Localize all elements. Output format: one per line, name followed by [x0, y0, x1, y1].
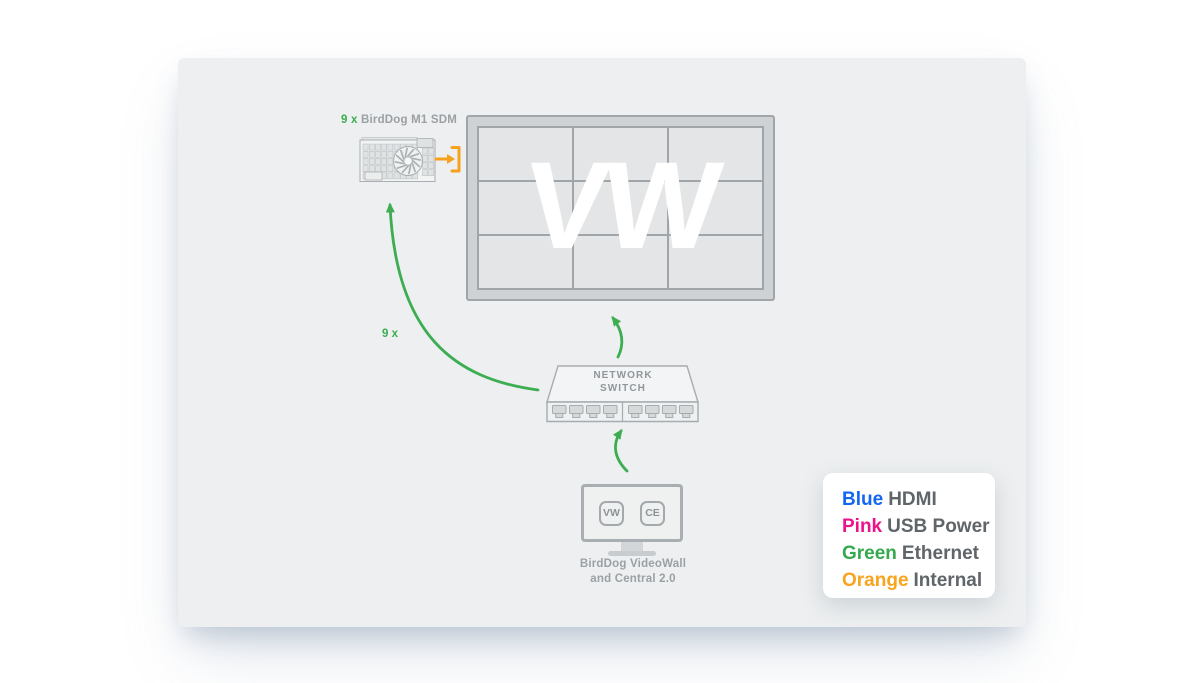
- switch-port: [662, 405, 677, 414]
- legend-term: Pink: [842, 516, 883, 537]
- legend-label: Ethernet: [901, 543, 979, 564]
- videowall-grid: [477, 126, 764, 290]
- switch-port: [645, 405, 660, 414]
- legend-term: Blue: [842, 489, 884, 510]
- videowall-cell: [479, 236, 572, 288]
- videowall-cell: [574, 236, 667, 288]
- switch-port: [552, 405, 567, 414]
- internal-arrow-icon: [434, 146, 461, 173]
- controller-caption-line1: BirdDog VideoWall: [579, 558, 687, 570]
- legend-label: USB Power: [887, 516, 990, 537]
- m1-card-illustration: [359, 137, 436, 182]
- controller-monitor: VW CE: [581, 484, 683, 542]
- network-switch-illustration: [546, 365, 699, 423]
- legend-term: Orange: [842, 570, 909, 591]
- monitor-stand-neck: [621, 542, 643, 551]
- legend-label: HDMI: [888, 489, 937, 510]
- m1-count-text: 9 x: [341, 114, 358, 126]
- central-app-icon: CE: [640, 500, 665, 526]
- switch-port: [603, 405, 618, 414]
- legend-label: Internal: [913, 570, 983, 591]
- monitor-stand-base: [608, 551, 656, 556]
- switch-port: [569, 405, 584, 414]
- videowall-cell: [669, 182, 762, 234]
- m1-decor: [362, 138, 435, 181]
- videowall-cell: [479, 128, 572, 180]
- switch-port: [679, 405, 694, 414]
- arrow-count-label: 9 x: [382, 328, 398, 340]
- switch-port: [628, 405, 643, 414]
- videowall-app-icon: VW: [599, 500, 624, 526]
- legend-term: Green: [842, 543, 897, 564]
- controller-caption-line2: and Central 2.0: [590, 573, 676, 585]
- videowall-cell: [574, 182, 667, 234]
- switch-ports: [552, 405, 694, 418]
- switch-label-line1: NETWORK: [593, 370, 653, 381]
- m1-name-text: BirdDog M1 SDM: [361, 114, 458, 126]
- switch-port: [586, 405, 601, 414]
- videowall-cell: [574, 128, 667, 180]
- switch-label-line2: SWITCH: [599, 383, 647, 394]
- videowall-cell: [479, 182, 572, 234]
- videowall-cell: [669, 128, 762, 180]
- videowall: [466, 115, 775, 301]
- m1-sdm-label: 9 x BirdDog M1 SDM: [341, 114, 457, 126]
- controller-caption: BirdDog VideoWall and Central 2.0: [553, 557, 713, 587]
- network-switch-label: NETWORK SWITCH: [556, 369, 690, 395]
- videowall-cell: [669, 236, 762, 288]
